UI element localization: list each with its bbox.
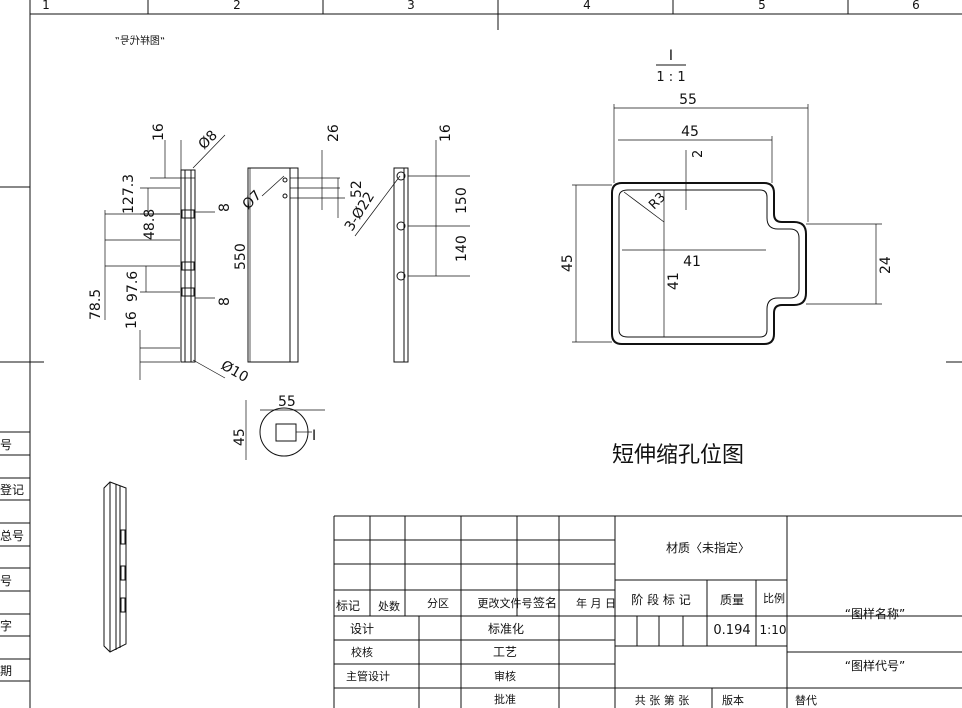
approve-label: 批准 — [494, 692, 516, 706]
drawing-name: “图样名称” — [845, 606, 905, 621]
detail-dim-45-side: 45 — [560, 254, 576, 272]
right-view — [393, 140, 470, 363]
stage-label: 阶 段 标 记 — [631, 592, 690, 607]
dim-150: 150 — [454, 187, 470, 214]
dim-dia-7: Ø7 — [240, 187, 265, 212]
mass-value: 0.194 — [713, 623, 750, 638]
check-label: 校核 — [351, 645, 373, 659]
detail-dim-2: 2 — [691, 150, 706, 158]
side-view — [247, 150, 345, 363]
strip-label: 期 — [0, 664, 12, 678]
dim-3-dia-22: 3-Ø22 — [342, 189, 378, 234]
detail-mark: I — [669, 48, 673, 64]
dim-dia-8: Ø8 — [196, 127, 221, 152]
small-section-width: 55 — [278, 394, 296, 410]
material-label: 材质〈未指定〉 — [666, 540, 750, 555]
left-strip: 号 登记 总号 号 字 期 — [0, 431, 30, 682]
dim-16-top: 16 — [151, 123, 167, 141]
strip-label: 号 — [0, 574, 12, 588]
standardization-label: 标准化 — [488, 622, 524, 636]
header-zone: 分区 — [427, 597, 449, 610]
dim-140: 140 — [454, 235, 470, 262]
grid-number-6: 6 — [912, 0, 920, 12]
mass-label: 质量 — [720, 593, 744, 607]
dim-16-right: 16 — [438, 124, 454, 142]
scale-value: 1:10 — [760, 623, 787, 637]
drawing-caption: 短伸缩孔位图 — [612, 443, 744, 468]
sheet-count: 共 张 第 张 — [635, 693, 690, 707]
small-section-height: 45 — [232, 428, 248, 446]
header-date: 年 月 日 — [576, 596, 616, 610]
grid-number-3: 3 — [407, 0, 415, 12]
drawing-code: “图样代号” — [845, 658, 905, 673]
dim-8-a: 8 — [217, 203, 233, 212]
dim-127-3: 127.3 — [121, 174, 137, 214]
detail-dim-55: 55 — [679, 92, 697, 108]
dim-26: 26 — [326, 124, 342, 142]
header-count: 处数 — [378, 600, 400, 613]
detail-scale: 1 : 1 — [656, 70, 685, 85]
detail-dim-41-h: 41 — [683, 254, 701, 270]
detail-dim-45-top: 45 — [681, 124, 699, 140]
process-label: 工艺 — [493, 645, 517, 659]
grid-number-1: 1 — [42, 0, 50, 12]
small-section-mark: I — [312, 428, 316, 444]
design-label: 设计 — [350, 622, 374, 636]
small-section — [245, 400, 325, 460]
grid-number-2: 2 — [233, 0, 241, 12]
strip-label: 总号 — [0, 529, 24, 543]
version-label: 版本 — [722, 693, 744, 707]
drawing-code-mirrored: “图样代号” — [115, 34, 165, 47]
replace-label: 替代 — [795, 693, 817, 707]
detail-profile — [572, 104, 882, 345]
grid-number-5: 5 — [758, 0, 766, 12]
detail-dim-24: 24 — [878, 256, 894, 274]
chief-design-label: 主管设计 — [346, 669, 390, 683]
strip-label: 登记 — [0, 482, 24, 497]
header-mark: 标记 — [336, 599, 360, 613]
detail-radius: R3 — [646, 190, 669, 213]
dim-97-6: 97.6 — [125, 271, 141, 302]
front-view — [104, 134, 226, 380]
dim-dia-10: Ø10 — [218, 358, 251, 386]
dim-550: 550 — [233, 243, 249, 270]
dim-48-8: 48.8 — [142, 209, 158, 240]
dim-78-5: 78.5 — [88, 289, 104, 320]
isometric-bar — [103, 481, 127, 653]
review-label: 审核 — [494, 669, 516, 683]
header-sign: 签名 — [533, 595, 557, 610]
strip-label: 号 — [0, 438, 12, 452]
dim-8-b: 8 — [217, 297, 233, 306]
grid-number-4: 4 — [583, 0, 591, 12]
dim-16-bottom: 16 — [124, 311, 140, 329]
detail-dim-41-v: 41 — [666, 272, 682, 290]
scale-label: 比例 — [763, 591, 785, 605]
strip-label: 字 — [0, 618, 12, 633]
dim-52: 52 — [349, 180, 365, 198]
title-block — [333, 515, 962, 708]
header-change-doc: 更改文件号 — [478, 596, 533, 610]
